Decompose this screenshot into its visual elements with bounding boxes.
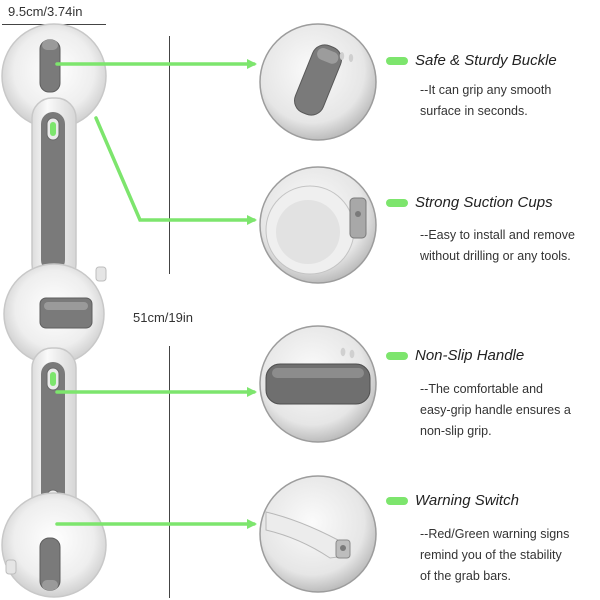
- zoom-warning-switch: [259, 475, 377, 593]
- green-pill-icon: [386, 496, 408, 505]
- feature-title-handle: Non-Slip Handle: [386, 347, 524, 364]
- zoom-buckle: [259, 23, 377, 141]
- top-suction-cup: [1, 23, 107, 129]
- green-pill-icon: [386, 198, 408, 207]
- feature-desc-handle: --The comfortable and easy-grip handle e…: [420, 382, 571, 438]
- green-pill-icon: [386, 56, 408, 65]
- middle-suction-cup: [3, 263, 107, 365]
- arrow-suction: [94, 116, 257, 225]
- length-dimension-label: 51cm/19in: [133, 310, 193, 325]
- length-dimension-line-top: [169, 36, 170, 274]
- length-dimension-line-bottom: [169, 346, 170, 598]
- feature-desc-switch: --Red/Green warning signs remind you of …: [420, 527, 570, 583]
- feature-desc-suction: --Easy to install and remove without dri…: [420, 228, 575, 263]
- feature-desc-buckle: --It can grip any smooth surface in seco…: [420, 83, 552, 118]
- zoom-handle: [259, 325, 377, 443]
- upper-handle: [31, 97, 77, 285]
- lower-handle: [31, 347, 77, 535]
- feature-title-suction: Strong Suction Cups: [386, 194, 553, 211]
- width-dimension-label: 9.5cm/3.74in: [8, 4, 83, 19]
- green-pill-icon: [386, 351, 408, 360]
- zoom-suction-cup: [259, 166, 377, 284]
- feature-title-buckle: Safe & Sturdy Buckle: [386, 52, 557, 69]
- bottom-suction-cup: [1, 492, 107, 598]
- feature-title-switch: Warning Switch: [386, 492, 519, 509]
- callout-arrows: [55, 59, 257, 529]
